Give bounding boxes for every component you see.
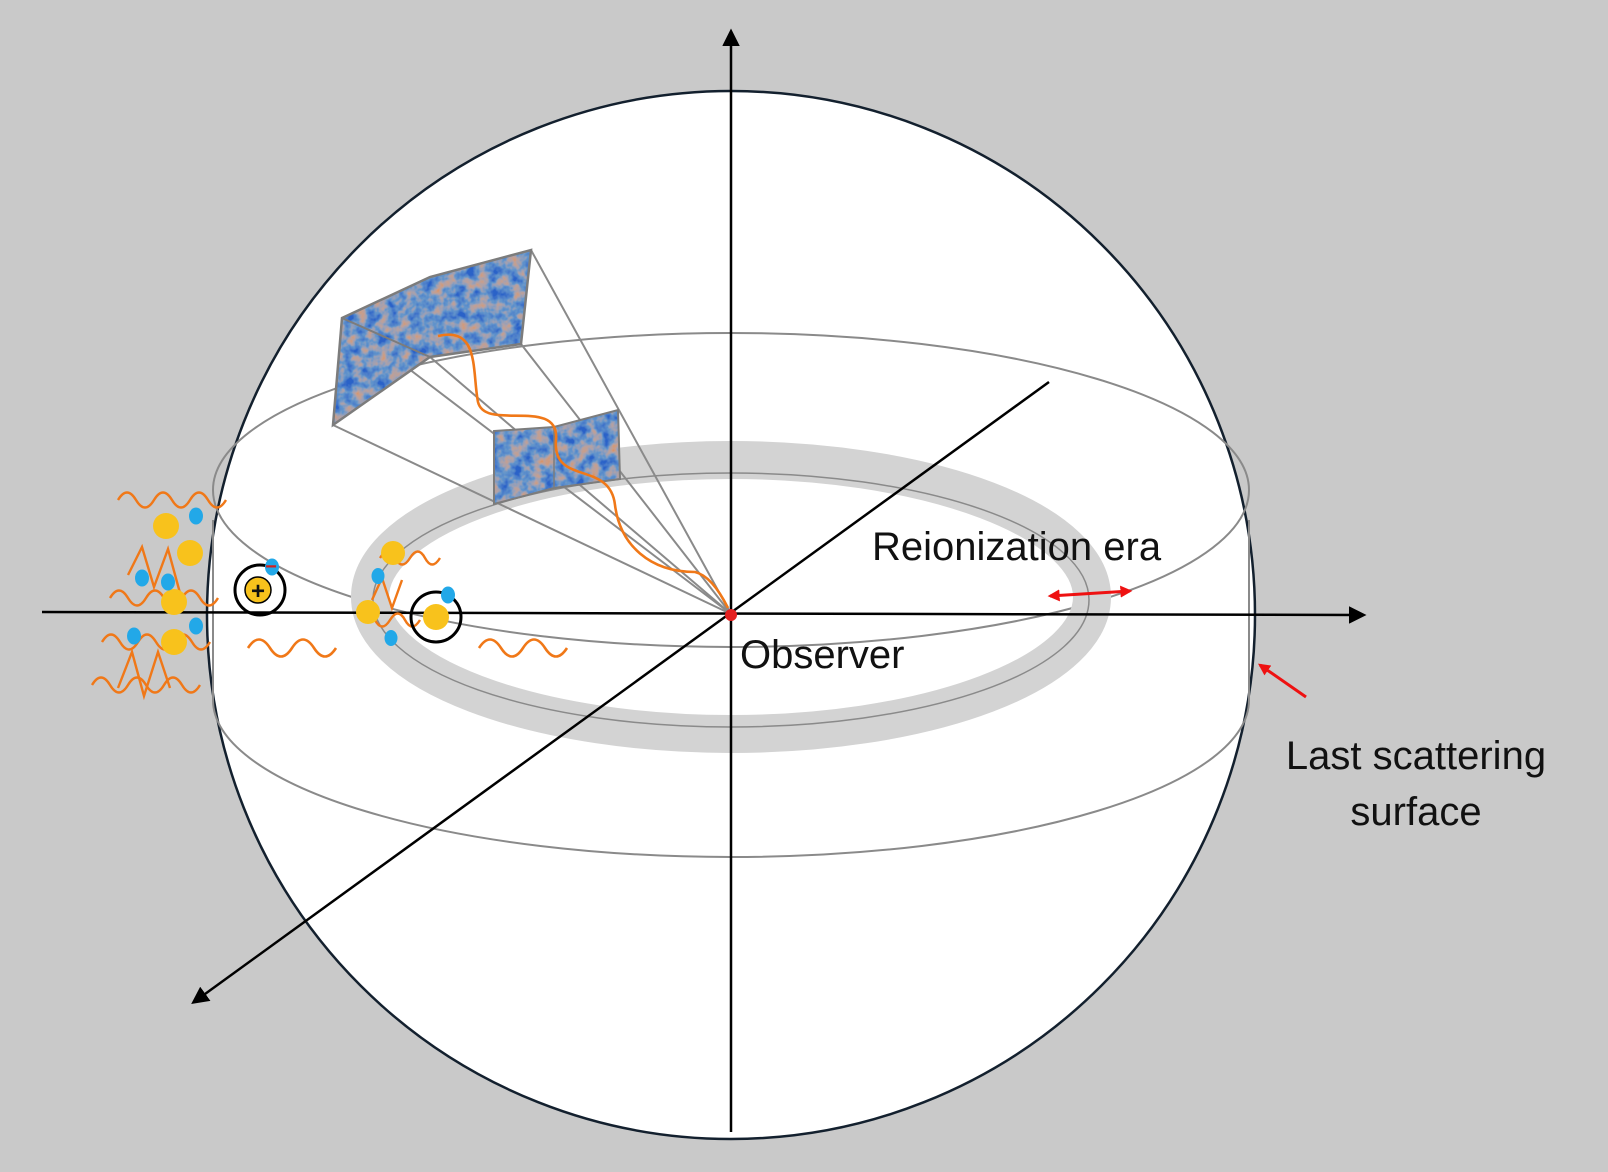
proton-plus-sign: + <box>251 578 265 605</box>
lss-label-line2: surface <box>1350 790 1481 834</box>
hydrogen-atom-icon: + − <box>233 556 287 617</box>
hydrogen-atom-icon <box>409 586 463 644</box>
reionization-era-label: Reionization era <box>872 525 1162 569</box>
photon-wave-icon <box>246 638 338 658</box>
photon-path <box>437 333 730 609</box>
observer-dot <box>725 609 737 621</box>
particle-cluster-left <box>90 491 228 701</box>
particle-cluster-reionization <box>356 541 442 646</box>
observer-label: Observer <box>740 633 905 677</box>
y-axis <box>191 380 1050 1005</box>
reionization-width-arrow <box>1047 585 1133 602</box>
electron-minus-sign: − <box>265 556 277 578</box>
x-axis <box>41 606 1367 624</box>
lss-pointer-arrow <box>1258 663 1307 699</box>
lss-label-line1: Last scattering <box>1286 734 1546 778</box>
photon-wave-icon <box>477 638 569 658</box>
